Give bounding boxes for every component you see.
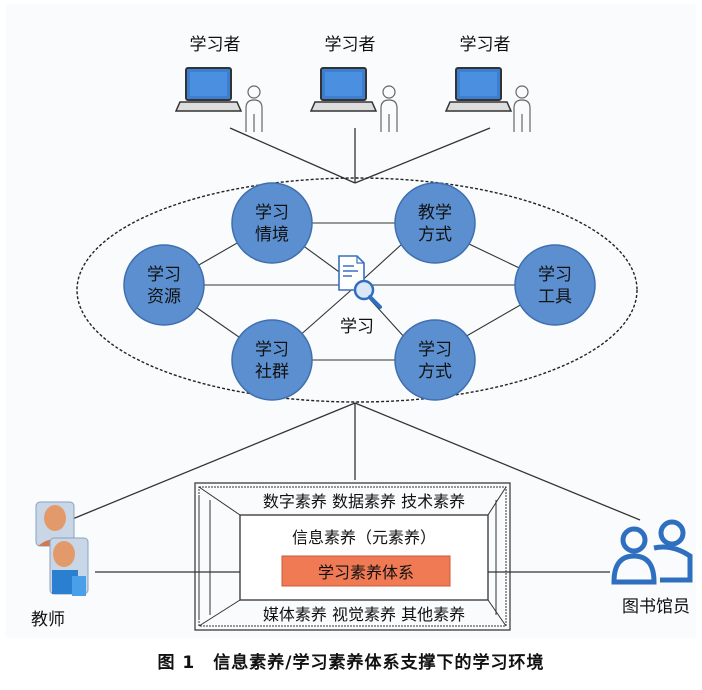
learner-label: 学习者	[325, 35, 376, 55]
learner-label: 学习者	[190, 35, 241, 55]
node-teaching-method: 教学 方式	[394, 182, 476, 264]
literacy-structure: 数字素养 数据素养 技术素养 信息素养（元素养） 学习素养体系 媒体素养 视觉素…	[95, 482, 610, 631]
svg-text:资源: 资源	[147, 287, 181, 307]
learner-label: 学习者	[460, 35, 511, 55]
librarian-label: 图书馆员	[622, 597, 690, 617]
document-search-icon	[338, 255, 382, 309]
svg-text:方式: 方式	[418, 362, 452, 382]
laptop-icon	[174, 67, 243, 112]
learning-literacy-system-box	[281, 555, 451, 587]
svg-text:学习: 学习	[418, 340, 452, 360]
svg-text:社群: 社群	[255, 362, 289, 382]
node-learning-method: 学习 方式	[394, 319, 476, 401]
svg-text:教学: 教学	[418, 203, 452, 223]
learning-literacy-system-label: 学习素养体系	[318, 563, 414, 582]
person-icon	[513, 85, 531, 132]
svg-text:学习: 学习	[255, 203, 289, 223]
literacy-bottom-row: 媒体素养 视觉素养 其他素养	[263, 605, 465, 624]
librarian-icon	[611, 519, 693, 585]
center-label: 学习	[340, 317, 374, 337]
svg-text:学习: 学习	[538, 265, 572, 285]
node-learning-community: 学习 社群	[231, 319, 313, 401]
learning-environment-ellipse	[76, 177, 638, 403]
learner-lines	[229, 127, 491, 184]
svg-text:方式: 方式	[418, 225, 452, 245]
svg-text:情境: 情境	[255, 225, 289, 245]
node-learning-resources: 学习 资源	[123, 244, 205, 326]
learner-2: 学习者	[309, 35, 398, 132]
laptop-icon	[444, 67, 513, 112]
meta-literacy-label: 信息素养（元素养）	[292, 528, 436, 547]
svg-text:工具: 工具	[538, 287, 572, 307]
laptop-icon	[309, 67, 378, 112]
support-lines	[69, 402, 641, 521]
node-learning-tools: 学习 工具	[514, 244, 596, 326]
literacy-top-row: 数字素养 数据素养 技术素养	[263, 492, 465, 511]
svg-text:学习: 学习	[255, 340, 289, 360]
person-icon	[380, 85, 398, 132]
person-icon	[245, 85, 263, 132]
teacher-label: 教师	[31, 610, 65, 630]
learner-1: 学习者	[174, 35, 263, 132]
figure-caption: 图 1 信息素养/学习素养体系支撑下的学习环境	[157, 653, 545, 673]
teacher-icon	[35, 501, 89, 596]
svg-text:学习: 学习	[147, 265, 181, 285]
learner-3: 学习者	[444, 35, 531, 132]
node-learning-situation: 学习 情境	[231, 182, 313, 264]
